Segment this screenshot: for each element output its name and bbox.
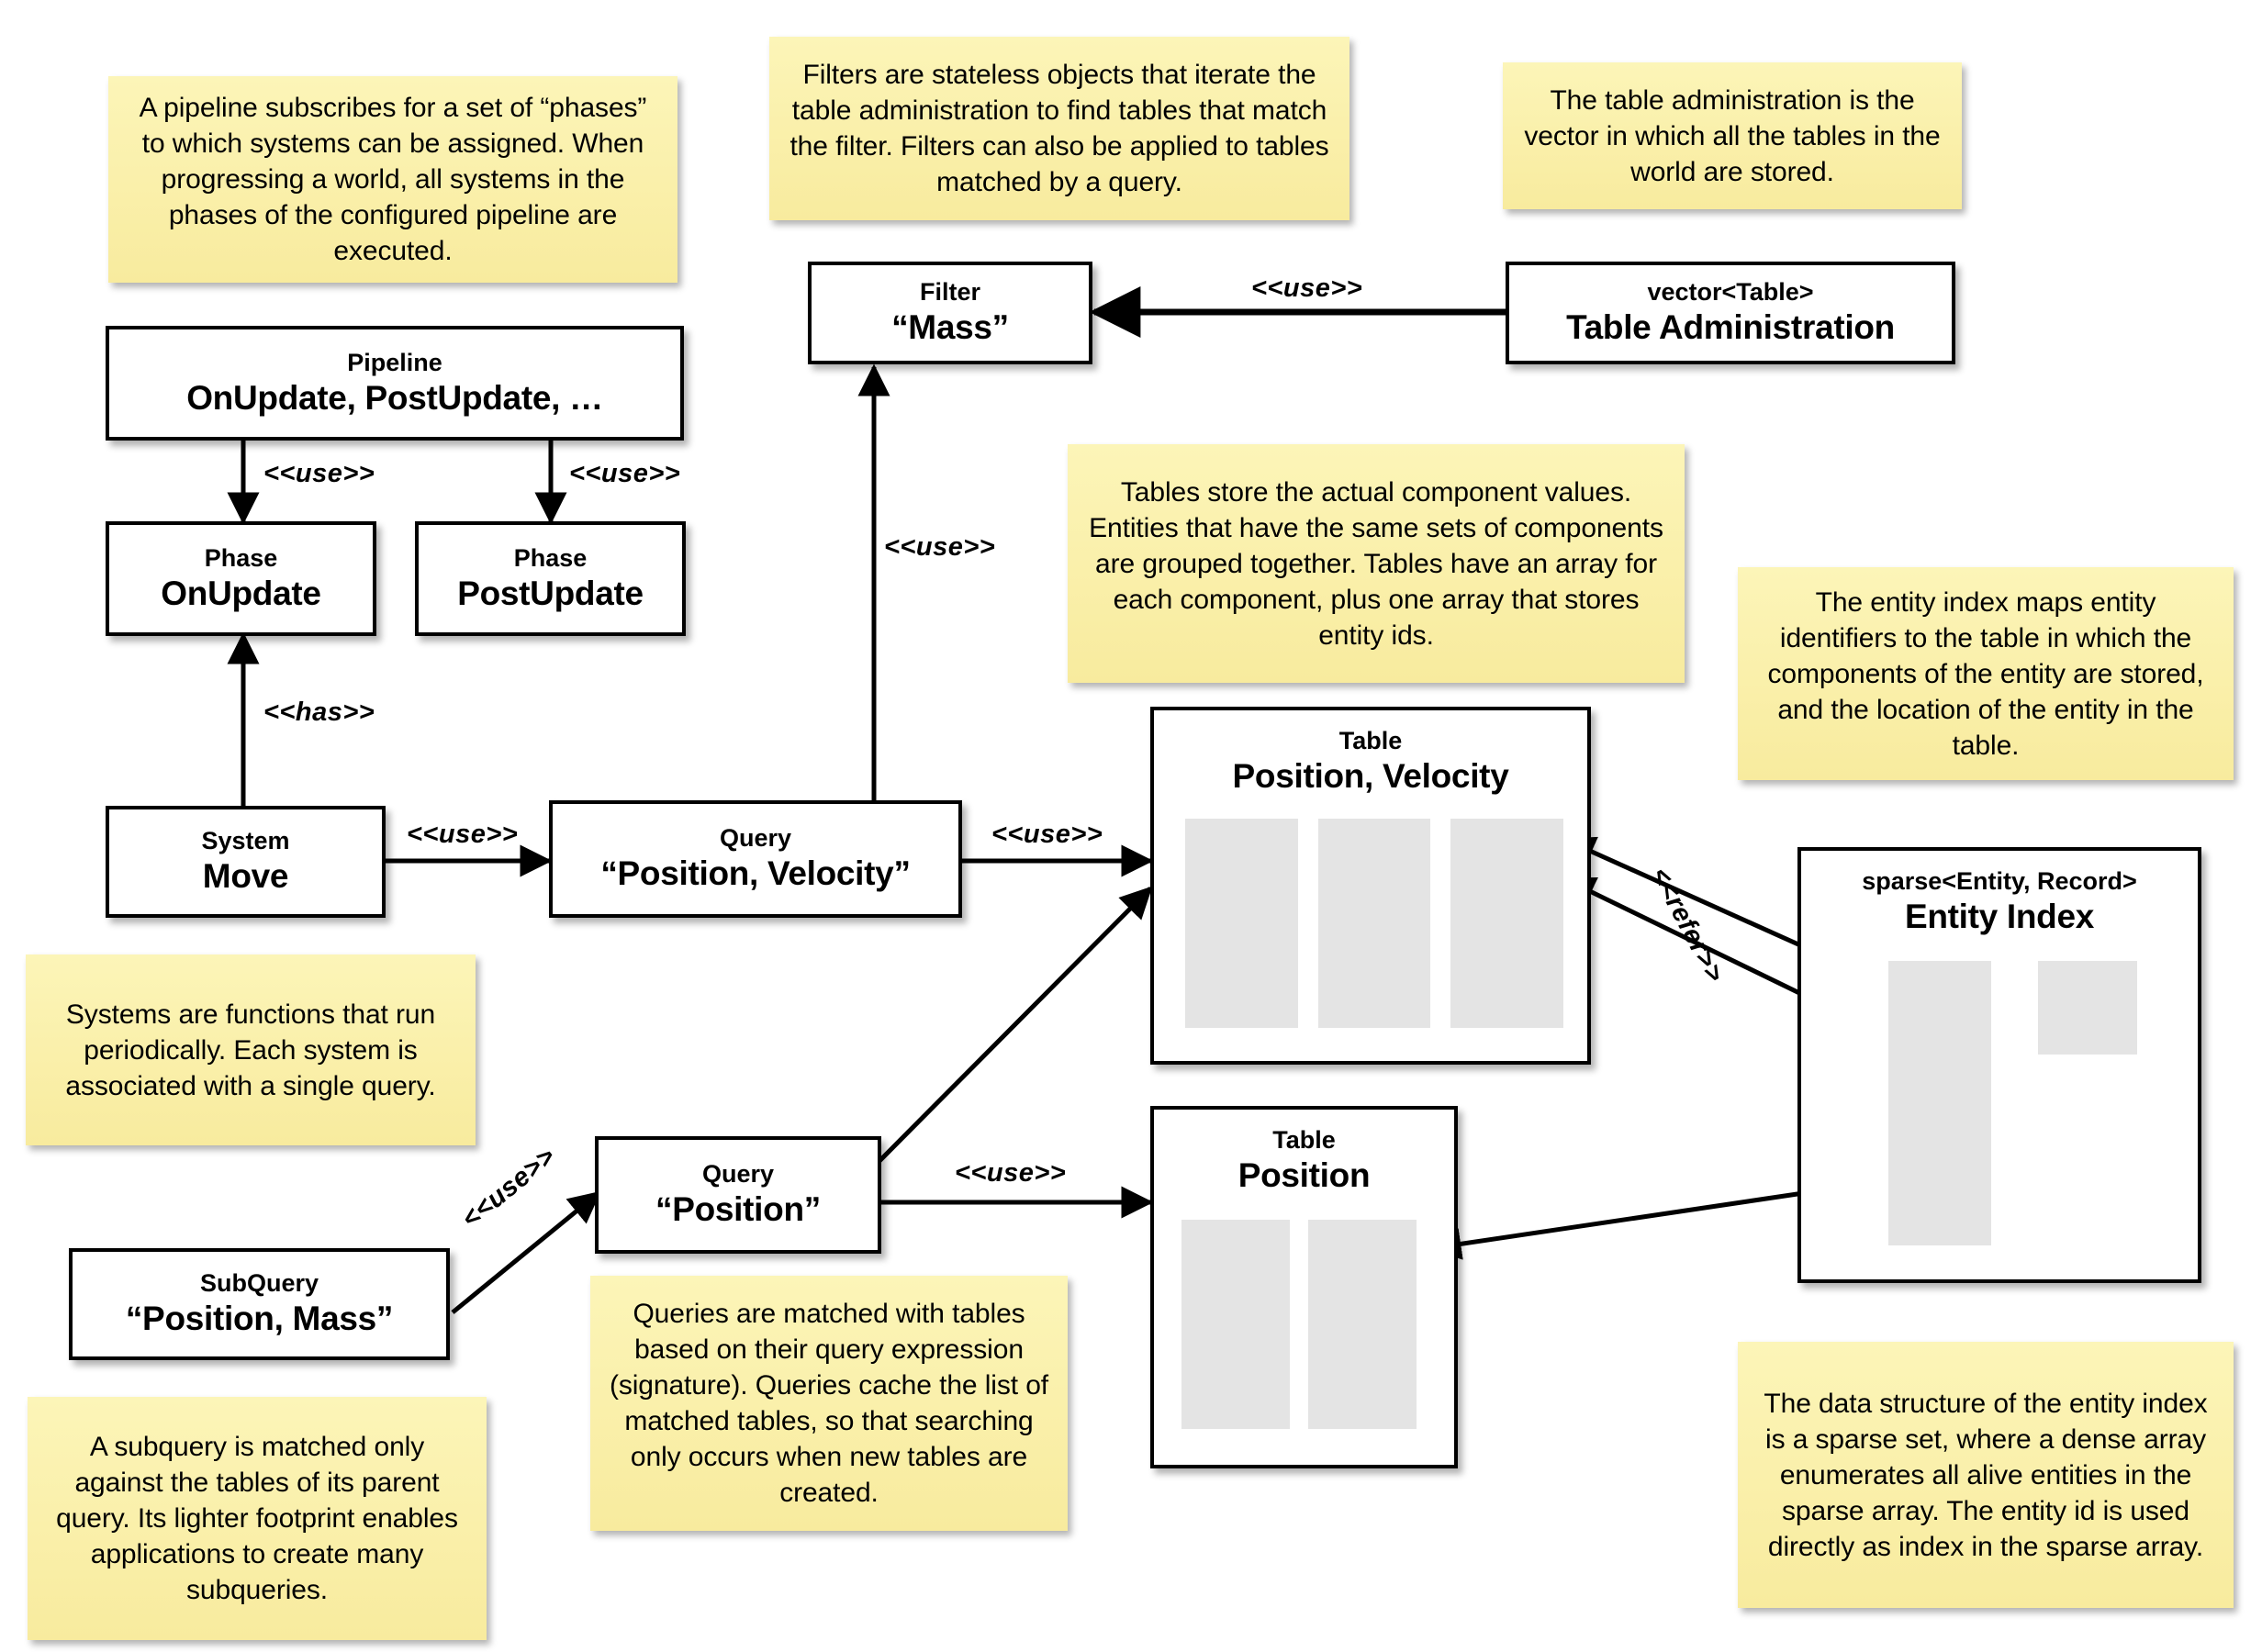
edge-query-p-to-table-pv	[878, 886, 1153, 1163]
box-table-admin-kind: vector<Table>	[1647, 278, 1814, 307]
box-table-pv-name: Position, Velocity	[1232, 757, 1509, 796]
note-sparse-set: The data structure of the entity index i…	[1738, 1342, 2234, 1608]
note-systems: Systems are functions that run periodica…	[26, 954, 476, 1145]
box-phase-postupdate-name: PostUpdate	[457, 574, 644, 612]
box-entity-index-name: Entity Index	[1904, 898, 2095, 936]
box-phase-postupdate[interactable]: Phase PostUpdate	[415, 521, 686, 636]
entity-index-dense-array	[2038, 961, 2137, 1055]
box-table-pv-kind: Table	[1338, 727, 1403, 754]
box-table-p-name: Position	[1237, 1156, 1371, 1195]
box-subquery-kind: SubQuery	[199, 1269, 319, 1298]
box-table-position[interactable]: Table Position	[1150, 1106, 1458, 1468]
note-queries: Queries are matched with tables based on…	[590, 1276, 1068, 1531]
box-table-admin[interactable]: vector<Table> Table Administration	[1506, 262, 1955, 364]
box-phase-onupdate[interactable]: Phase OnUpdate	[106, 521, 376, 636]
table-pv-array-column	[1317, 819, 1431, 1028]
box-table-position-velocity[interactable]: Table Position, Velocity	[1150, 707, 1591, 1065]
note-pipeline: A pipeline subscribes for a set of “phas…	[108, 76, 677, 283]
edge-label-query-pv-use-table: <<use>>	[991, 820, 1103, 849]
table-p-array-column	[1181, 1220, 1290, 1429]
box-query-pv-name: “Position, Velocity”	[600, 854, 911, 893]
box-system-move-kind: System	[201, 827, 290, 855]
edge-label-system-use-query: <<use>>	[407, 820, 519, 849]
edge-label-system-has-phase: <<has>>	[263, 698, 375, 727]
box-entity-index[interactable]: sparse<Entity, Record> Entity Index	[1797, 847, 2201, 1283]
box-pipeline-name: OnUpdate, PostUpdate, …	[186, 378, 603, 417]
note-filter: Filters are stateless objects that itera…	[769, 37, 1349, 220]
box-filter-mass[interactable]: Filter “Mass”	[808, 262, 1092, 364]
box-subquery-position-mass[interactable]: SubQuery “Position, Mass”	[69, 1248, 450, 1360]
edge-label-pipeline-postupdate: <<use>>	[569, 459, 681, 488]
edge-label-subquery-use-query: <<use>>	[456, 1141, 562, 1234]
table-pv-array-column	[1185, 819, 1298, 1028]
note-subquery: A subquery is matched only against the t…	[28, 1397, 487, 1640]
box-query-pv-kind: Query	[719, 824, 792, 853]
box-filter-mass-kind: Filter	[919, 278, 980, 307]
box-pipeline-kind: Pipeline	[347, 348, 442, 376]
edge-label-tableadmin-use-filter: <<use>>	[1251, 273, 1363, 303]
note-table-admin: The table administration is the vector i…	[1503, 62, 1962, 209]
table-p-array-column	[1308, 1220, 1417, 1429]
box-table-admin-name: Table Administration	[1566, 308, 1895, 347]
edge-label-query-use-filter: <<use>>	[884, 532, 996, 562]
box-pipeline[interactable]: Pipeline OnUpdate, PostUpdate, …	[106, 326, 684, 441]
table-p-arrays	[1181, 1220, 1429, 1429]
table-pv-array-column	[1450, 819, 1564, 1028]
box-filter-mass-name: “Mass”	[891, 308, 1009, 347]
box-phase-postupdate-kind: Phase	[513, 543, 588, 572]
entity-index-sparse-array	[1888, 961, 1991, 1245]
edge-label-entity-index-refer: <<refer>>	[1644, 863, 1730, 988]
edge-label-query-p-use-table: <<use>>	[955, 1158, 1067, 1188]
table-pv-arrays	[1185, 819, 1564, 1028]
box-table-p-kind: Table	[1272, 1126, 1336, 1154]
box-system-move-name: Move	[202, 857, 289, 896]
box-phase-onupdate-name: OnUpdate	[161, 574, 321, 612]
note-entity-index: The entity index maps entity identifiers…	[1738, 567, 2234, 780]
note-tables: Tables store the actual component values…	[1068, 444, 1685, 683]
box-entity-index-kind: sparse<Entity, Record>	[1862, 867, 2137, 895]
box-system-move[interactable]: System Move	[106, 806, 386, 918]
box-subquery-name: “Position, Mass”	[125, 1300, 394, 1338]
box-phase-onupdate-kind: Phase	[204, 543, 278, 572]
box-query-position[interactable]: Query “Position”	[595, 1136, 881, 1254]
box-query-p-name: “Position”	[655, 1190, 821, 1229]
box-query-position-velocity[interactable]: Query “Position, Velocity”	[549, 800, 962, 918]
edge-label-pipeline-onupdate: <<use>>	[263, 459, 375, 488]
box-query-p-kind: Query	[701, 1160, 775, 1189]
